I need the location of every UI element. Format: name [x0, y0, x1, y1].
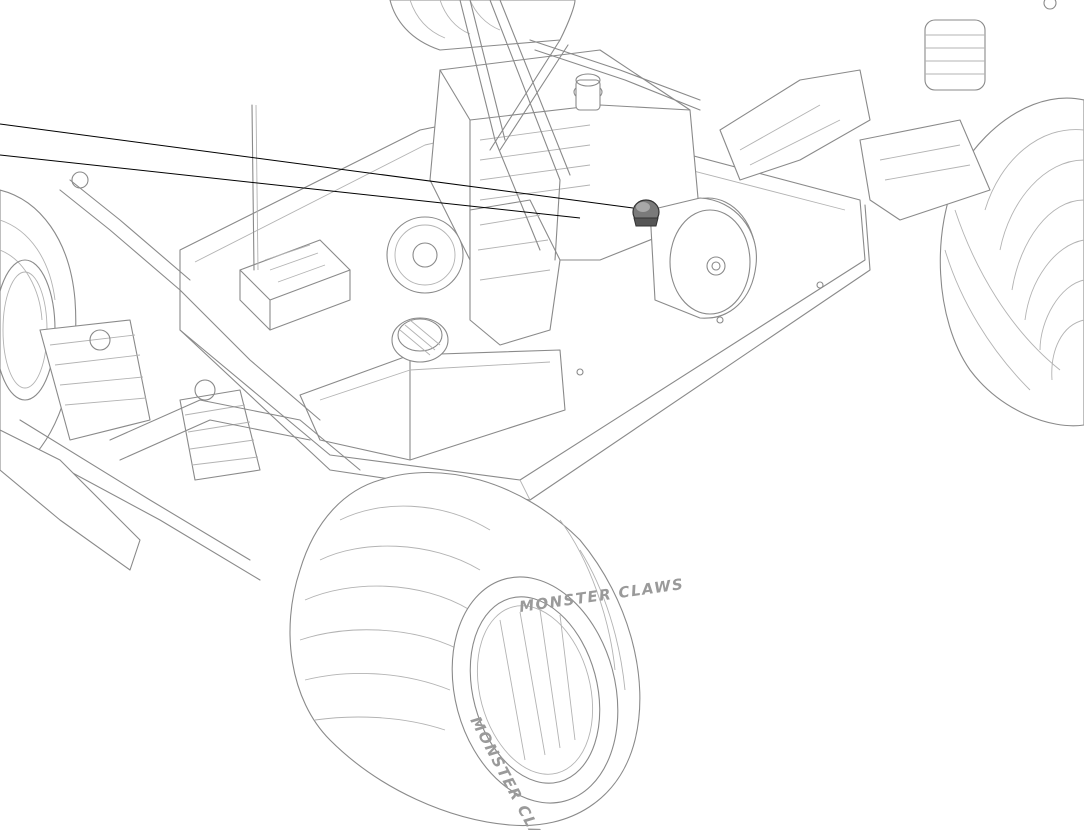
corner-fastener	[1043, 0, 1057, 10]
gear-assembly	[386, 199, 561, 346]
rear-suspension	[719, 19, 991, 221]
air-filter	[649, 197, 757, 319]
receiver-box	[239, 104, 351, 331]
antenna-tube	[251, 104, 255, 271]
leader-line-2	[0, 154, 581, 219]
front-suspension	[0, 171, 361, 581]
roll-cage	[459, 0, 701, 261]
fuel-tank	[299, 317, 566, 461]
rear-left-wheel	[389, 0, 576, 51]
callout-leaders	[0, 123, 634, 219]
air-filter-cap	[632, 199, 660, 227]
leader-line-1	[0, 123, 634, 209]
front-right-wheel: MONSTER CLAWS MONSTER CLAWS	[289, 471, 685, 830]
